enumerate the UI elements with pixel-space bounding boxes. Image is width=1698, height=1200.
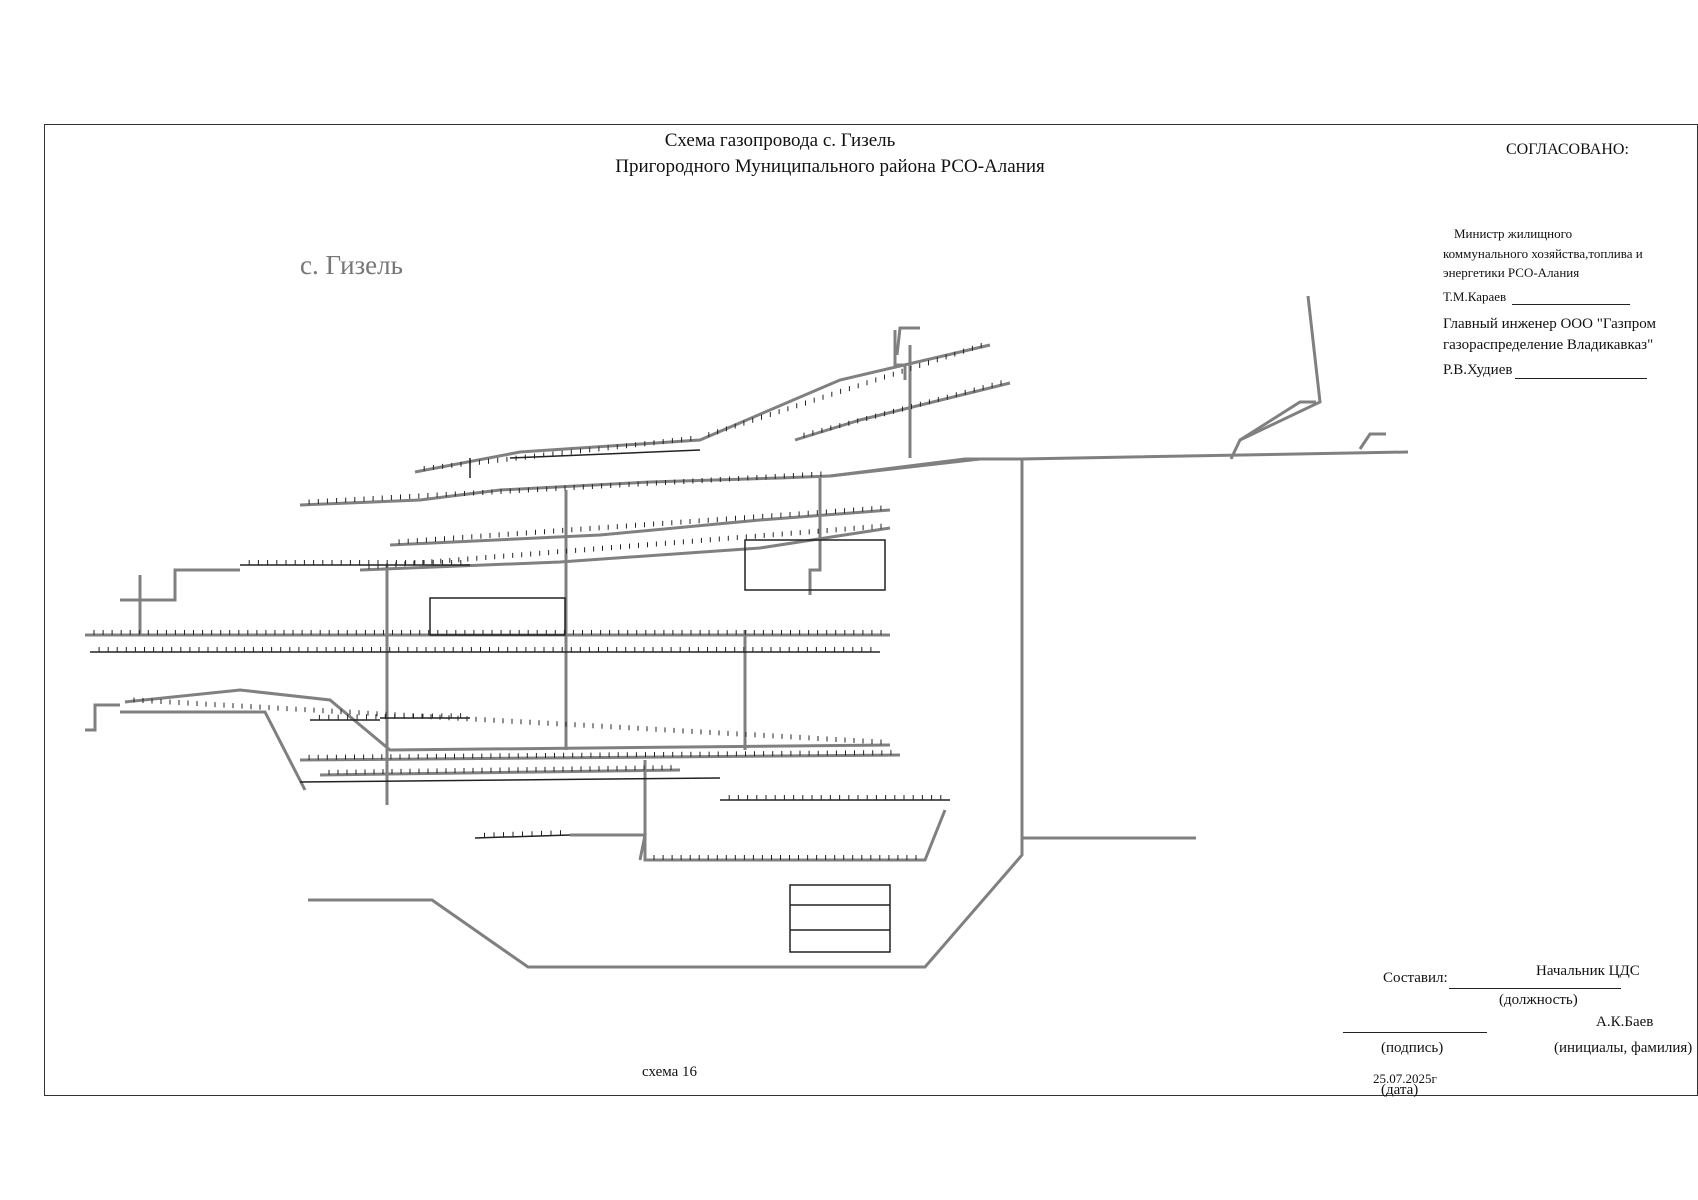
position-line [1449, 988, 1621, 989]
signer1-name: Т.М.Караев [1443, 289, 1507, 304]
scheme-number: схема 16 [642, 1064, 698, 1080]
branch-east-stub [1358, 432, 1386, 450]
service-line [509, 449, 701, 459]
signature-caption: (подпись) [1381, 1040, 1444, 1056]
riser-upper-2 [893, 330, 907, 380]
middle-street-1 [299, 474, 831, 507]
date-caption: (дата) [1381, 1082, 1419, 1098]
upper-street-2 [794, 381, 1011, 442]
compiled-name: А.К.Баев [1596, 1014, 1654, 1030]
trunk-pipe-south [308, 838, 1024, 969]
middle-street-3 [359, 526, 891, 572]
signer1-line1: Министр жилищного [1454, 226, 1573, 241]
name-caption: (инициалы, фамилия) [1554, 1040, 1693, 1056]
riser-east [808, 478, 822, 595]
main-pipes [85, 295, 1409, 969]
service-lines [90, 449, 950, 953]
riser-upper-3 [895, 326, 920, 356]
compiled-date: 25.07.2025г [1373, 1071, 1437, 1086]
position-caption: (должность) [1499, 992, 1578, 1008]
lower-street-2 [120, 710, 307, 791]
compiled-label: Составил: [1383, 970, 1448, 986]
middle-street-2 [389, 508, 891, 547]
signer1-line2: коммунального хозяйства,топлива и [1443, 246, 1643, 261]
title-line-2: Пригородного Муниципального района РСО-А… [615, 156, 1045, 177]
signer1-line3: энергетики РСО-Алания [1443, 265, 1580, 280]
west-stub [85, 703, 120, 732]
signer2-name: Р.В.Худиев [1443, 362, 1513, 378]
signer1-signature-line [1512, 304, 1630, 305]
trunk-pipe-east [1020, 450, 1409, 840]
block-outline [789, 884, 891, 953]
service-line [299, 777, 721, 783]
signer2-signature-line [1515, 378, 1647, 379]
title-line-1: Схема газопровода с. Гизель [664, 130, 896, 151]
signer2-line1: Главный инженер ООО "Газпром [1443, 316, 1656, 332]
signature-line [1343, 1032, 1487, 1033]
lower-street-1 [124, 688, 891, 752]
block-outline [429, 597, 566, 636]
branch-northeast-stub [1239, 400, 1316, 442]
village-label: с. Гизель [300, 250, 403, 280]
west-branch [120, 568, 240, 602]
block-divider [790, 904, 890, 931]
block-outline [744, 539, 886, 591]
house-connection-ticks [93, 342, 1002, 860]
lower-loop [643, 760, 947, 862]
signer2-line2: газораспределение Владикавказ" [1443, 337, 1654, 353]
lower-spur [570, 833, 647, 861]
upper-main-east [829, 457, 981, 478]
upper-street-1 [414, 343, 991, 474]
tick-marks [93, 342, 1002, 860]
compiled-position: Начальник ЦДС [1536, 963, 1640, 979]
branch-northeast [1229, 295, 1322, 460]
approval-heading: СОГЛАСОВАНО: [1506, 141, 1629, 158]
